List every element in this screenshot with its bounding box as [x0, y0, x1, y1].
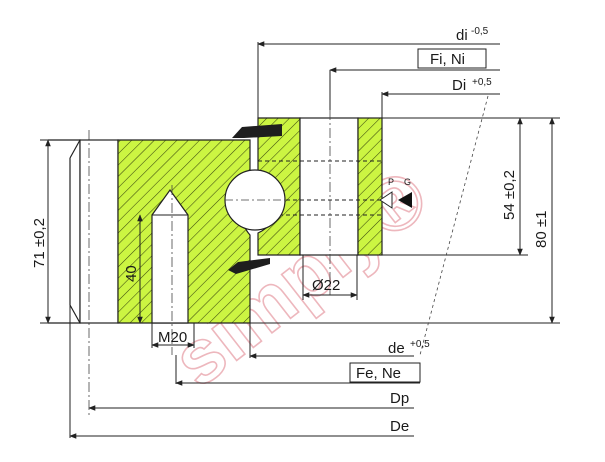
grease-nipple-symbol: P G: [286, 177, 412, 209]
ball-raceway: [224, 169, 286, 231]
di-tolerance: -0,5: [471, 26, 489, 37]
seal-bottom: [228, 258, 270, 274]
fe-ne-label: Fe, Ne: [356, 365, 401, 382]
height-inner-label: 54 ±0,2: [501, 170, 518, 220]
De-label: De: [390, 418, 409, 435]
de-label: de: [388, 340, 405, 357]
ball-diameter-label: Ø22: [312, 277, 340, 294]
grease-label-p: P: [388, 177, 394, 187]
thread-depth-label: 40: [123, 265, 140, 282]
di-label: di: [456, 27, 468, 44]
fi-ni-label: Fi, Ni: [430, 51, 465, 68]
seal-top: [232, 124, 282, 138]
grease-label-g: G: [404, 177, 411, 187]
height-total-label: 80 ±1: [533, 211, 550, 248]
Di-label: Di: [452, 77, 466, 94]
Dp-label: Dp: [390, 390, 409, 407]
de-tolerance: +0,5: [410, 339, 430, 350]
Di-tolerance: +0,5: [472, 77, 492, 88]
thread-label: M20: [158, 329, 187, 346]
height-outer-label: 71 ±0,2: [31, 218, 48, 268]
